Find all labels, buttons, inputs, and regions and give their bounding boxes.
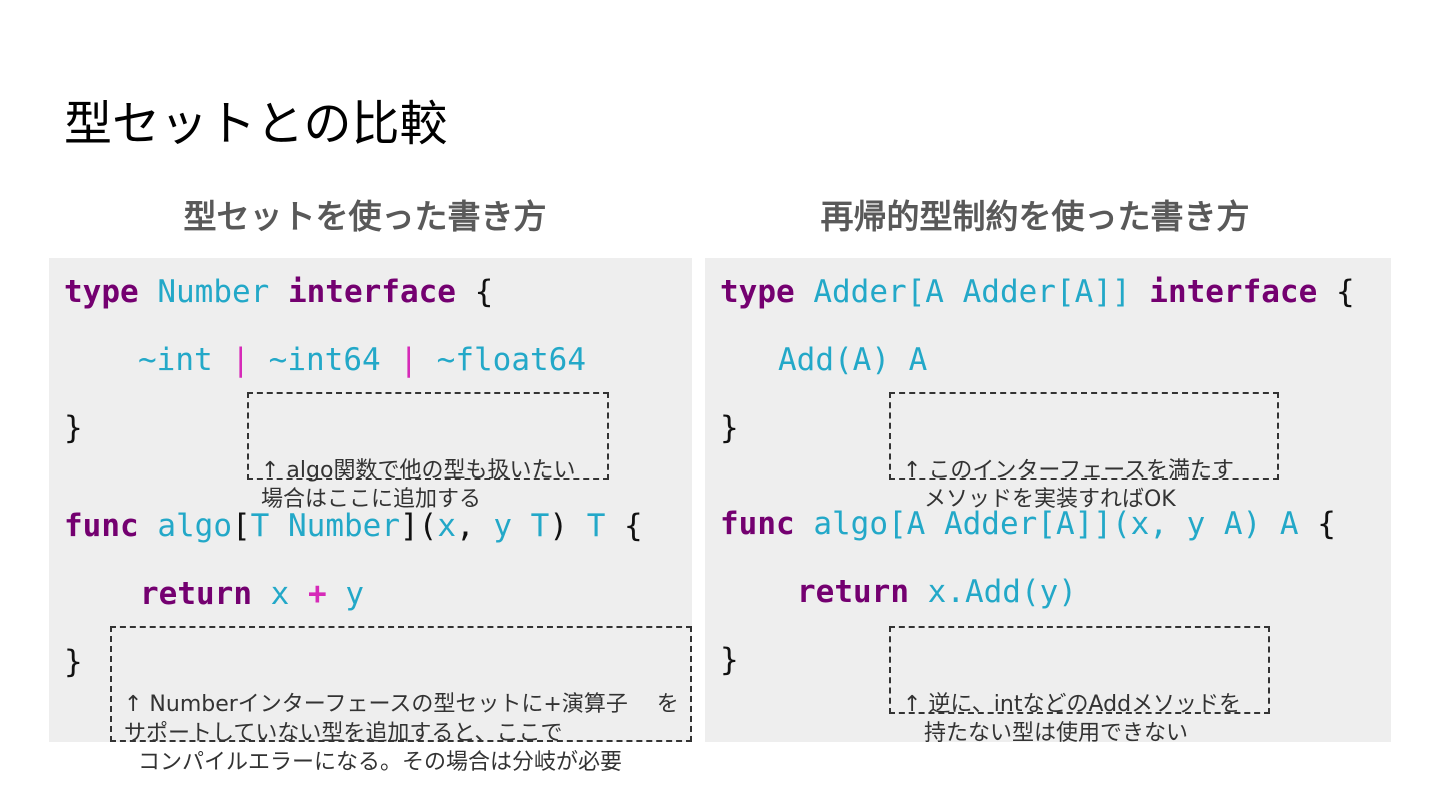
right-code-line-3: } [720,410,739,446]
left-code-panel [49,258,692,742]
right-code-line-5: return x.Add(y) [797,574,1077,610]
right-code-line-6: } [720,642,739,678]
left-code-line-6: } [64,644,83,680]
left-code-line-5: return x + y [140,576,365,612]
right-code-line-4: func algo[A Adder[A]](x, y A) A { [720,506,1336,542]
right-top-note: ↑ このインターフェースを満たす メソッドを実装すればOK [889,392,1279,512]
left-code-line-3: } [64,410,83,446]
right-code-panel [705,258,1391,742]
left-bottom-note: ↑ Numberインターフェースの型セットに+演算子 をサポートしていない型を追… [110,626,692,775]
left-top-note: ↑ algo関数で他の型も扱いたい場合はここに追加する [247,392,609,512]
left-code-line-2: ~int | ~int64 | ~float64 [138,342,586,378]
left-code-line-4: func algo[T Number](x, y T) T { [64,508,643,544]
right-code-line-2: Add(A) A [778,342,928,378]
slide-title: 型セットとの比較 [64,96,448,152]
right-bottom-note: ↑ 逆に、intなどのAddメソッドを 持たない型は使用できない [889,626,1270,746]
left-code-line-1: type Number interface { [64,274,494,310]
left-heading: 型セットを使った書き方 [183,197,547,236]
right-code-line-1: type Adder[A Adder[A]] interface { [720,274,1355,310]
right-heading: 再帰的型制約を使った書き方 [820,197,1250,236]
